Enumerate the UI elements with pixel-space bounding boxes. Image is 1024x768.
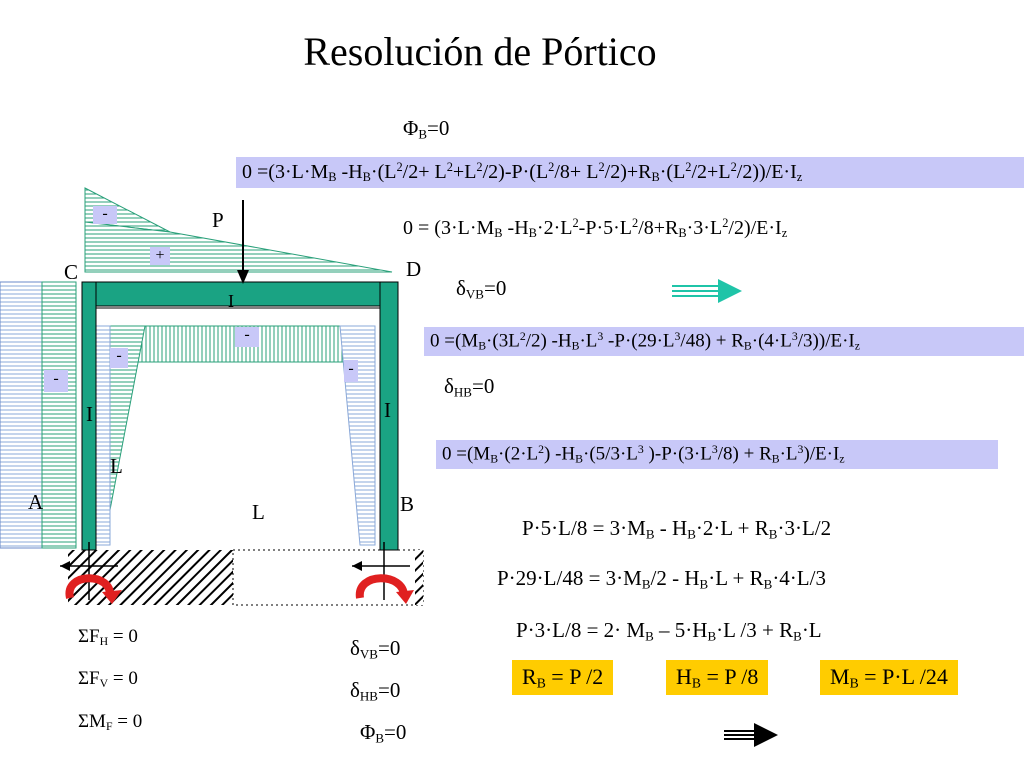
reduced-equation-3: P·3·L/8 = 2· MB – 5·HB·L /3 + RB·L <box>516 618 822 644</box>
left-column-moment-blue <box>0 281 43 549</box>
equation-4: 0 =(MB·(2·L2) -HB·(5/3·L3 )-P·(3·L3/8) +… <box>436 440 998 470</box>
condition-phi-b: ΦB=0 <box>403 116 450 142</box>
frame-diagram <box>0 187 424 606</box>
sign-minus-left-column: - <box>44 370 68 392</box>
inner-right-column-moment <box>339 325 376 546</box>
equation-3: 0 =(MB·(3L2/2) -HB·L3 -P·(29·L3/48) + RB… <box>424 327 1024 357</box>
static-sum-fv: ΣFV = 0 <box>78 668 138 690</box>
frame-inner-outline <box>95 307 381 550</box>
bottom-condition-delta-vb: δVB=0 <box>350 636 401 662</box>
reduced-equation-1: P·5·L/8 = 3·MB - HB·2·L + RB·3·L/2 <box>522 516 832 542</box>
result-rb: RB = P /2 <box>512 660 614 696</box>
sign-plus-beam: + <box>150 247 170 265</box>
inertia-label-beam: I <box>228 291 234 311</box>
implies-arrow-icon <box>724 723 778 747</box>
bottom-condition-delta-hb: δHB=0 <box>350 678 401 704</box>
load-arrowhead <box>237 270 249 284</box>
inertia-label-right: I <box>384 398 391 422</box>
equation-1: 0 =(3·L·MB -HB·(L2/2+ L2+L2/2)-P·(L2/8+ … <box>236 157 1024 188</box>
sign-minus-inner-beam: - <box>235 327 259 347</box>
bottom-condition-phi-b: ΦB=0 <box>360 720 407 746</box>
result-mb: MB = P·L /24 <box>820 660 958 696</box>
load-label-p: P <box>212 208 224 232</box>
node-label-c: C <box>64 260 79 284</box>
page-title: Resolución de Pórtico <box>303 29 657 74</box>
node-label-b: B <box>400 492 415 516</box>
sign-minus-inner-right: - <box>344 360 358 382</box>
moment-arrow-b <box>355 574 408 599</box>
node-label-a: A <box>28 490 44 514</box>
moment-arrow-a <box>65 574 114 599</box>
reaction-a-arrowhead <box>60 561 70 571</box>
static-sum-mf: ΣMF = 0 <box>78 711 143 733</box>
length-label-beam: L <box>252 500 265 524</box>
condition-delta-hb: δHB=0 <box>444 374 495 400</box>
support-ground-right-edge <box>415 550 423 605</box>
node-label-d: D <box>406 257 422 281</box>
condition-delta-vb: δVB=0 <box>456 276 507 302</box>
equation-2: 0 = (3·L·MB -HB·2·L2-P·5·L2/8+RB·3·L2/2)… <box>403 216 788 240</box>
left-column-moment-green <box>41 281 77 549</box>
arrow-right-icon <box>672 279 742 303</box>
inner-left-column-light <box>94 325 111 546</box>
support-ground-right <box>232 549 424 606</box>
result-hb: HB = P /8 <box>666 660 769 696</box>
reduced-equation-2: P·29·L/48 = 3·MB/2 - HB·L + RB·4·L/3 <box>497 566 826 592</box>
static-sum-fh: ΣFH = 0 <box>78 626 138 648</box>
sign-minus-inner-left: - <box>110 348 128 368</box>
beam-moment-positive <box>84 221 393 273</box>
sign-minus-beam: - <box>93 206 117 224</box>
length-label-column: L <box>110 454 123 478</box>
inertia-label-left: I <box>86 402 93 426</box>
frame-beam <box>81 281 399 307</box>
